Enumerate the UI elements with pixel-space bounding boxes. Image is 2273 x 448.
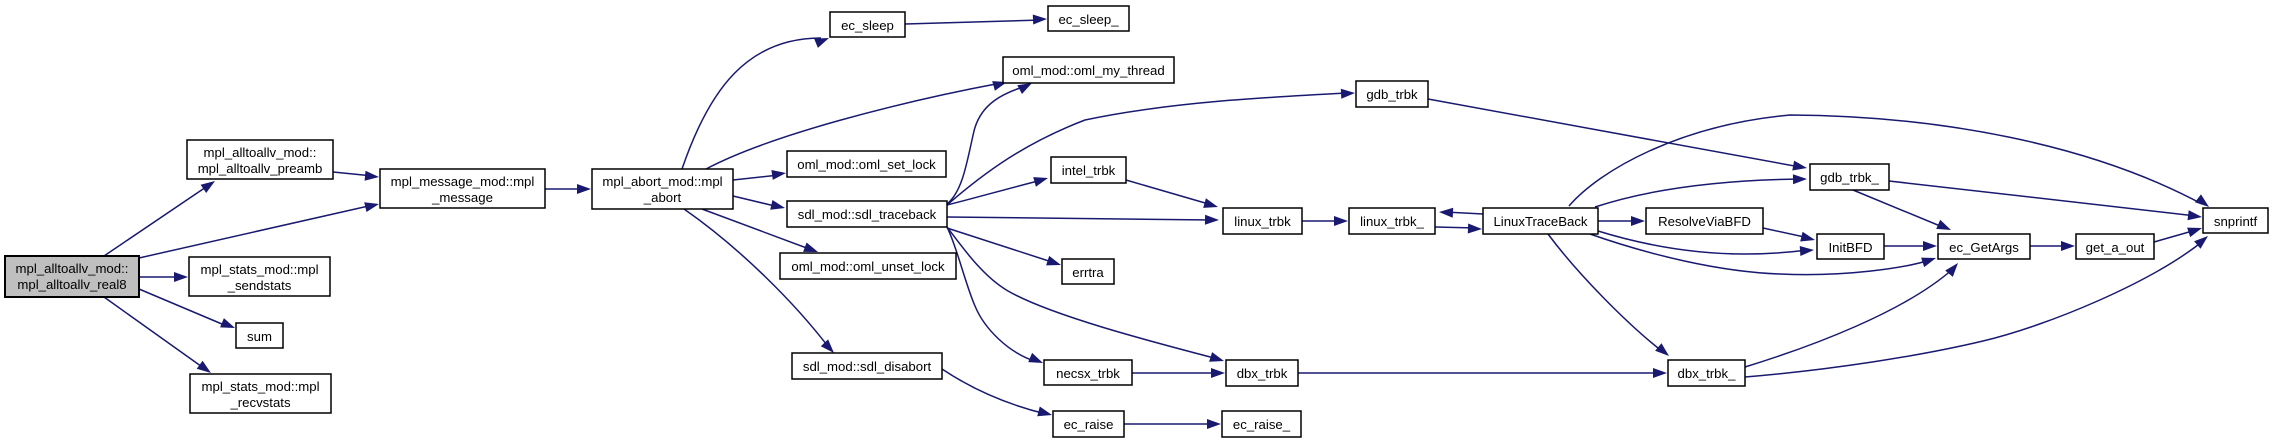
svg-text:linux_trbk_: linux_trbk_ [1360,214,1424,229]
svg-text:sum: sum [247,329,272,344]
svg-text:get_a_out: get_a_out [2086,240,2145,255]
svg-text:linux_trbk: linux_trbk [1234,214,1291,229]
svg-text:_message: _message [431,190,493,205]
svg-text:mpl_alltoallv_mod::: mpl_alltoallv_mod:: [16,261,129,276]
svg-text:gdb_trbk_: gdb_trbk_ [1820,170,1879,185]
svg-text:necsx_trbk: necsx_trbk [1056,366,1120,381]
svg-text:mpl_alltoallv_mod::: mpl_alltoallv_mod:: [204,145,317,160]
svg-text:oml_mod::oml_my_thread: oml_mod::oml_my_thread [1012,63,1164,78]
svg-text:ec_GetArgs: ec_GetArgs [1949,240,2019,255]
svg-text:_abort: _abort [643,190,682,205]
svg-text:_recvstats: _recvstats [229,395,291,410]
svg-text:ResolveViaBFD: ResolveViaBFD [1658,214,1751,229]
svg-text:oml_mod::oml_unset_lock: oml_mod::oml_unset_lock [791,259,945,274]
svg-text:mpl_alltoallv_real8: mpl_alltoallv_real8 [17,277,126,292]
svg-text:_sendstats: _sendstats [227,278,292,293]
svg-text:mpl_message_mod::mpl: mpl_message_mod::mpl [391,174,535,189]
svg-text:dbx_trbk: dbx_trbk [1237,366,1288,381]
svg-text:oml_mod::oml_set_lock: oml_mod::oml_set_lock [797,157,936,172]
svg-text:dbx_trbk_: dbx_trbk_ [1678,366,1737,381]
svg-text:mpl_stats_mod::mpl: mpl_stats_mod::mpl [201,262,319,277]
svg-text:mpl_abort_mod::mpl: mpl_abort_mod::mpl [602,174,722,189]
svg-text:InitBFD: InitBFD [1829,240,1873,255]
svg-text:ec_sleep_: ec_sleep_ [1058,12,1119,27]
svg-text:ec_sleep: ec_sleep [841,18,894,33]
svg-text:intel_trbk: intel_trbk [1062,163,1116,178]
svg-text:LinuxTraceBack: LinuxTraceBack [1493,214,1587,229]
svg-text:mpl_alltoallv_preamb: mpl_alltoallv_preamb [198,161,323,176]
svg-text:snprintf: snprintf [2214,214,2258,229]
svg-text:gdb_trbk: gdb_trbk [1366,87,1418,102]
svg-text:errtra: errtra [1072,265,1104,280]
svg-text:ec_raise: ec_raise [1064,417,1114,432]
svg-text:ec_raise_: ec_raise_ [1233,417,1291,432]
svg-text:mpl_stats_mod::mpl: mpl_stats_mod::mpl [202,379,320,394]
svg-text:sdl_mod::sdl_traceback: sdl_mod::sdl_traceback [798,207,937,222]
svg-text:sdl_mod::sdl_disabort: sdl_mod::sdl_disabort [803,359,932,374]
